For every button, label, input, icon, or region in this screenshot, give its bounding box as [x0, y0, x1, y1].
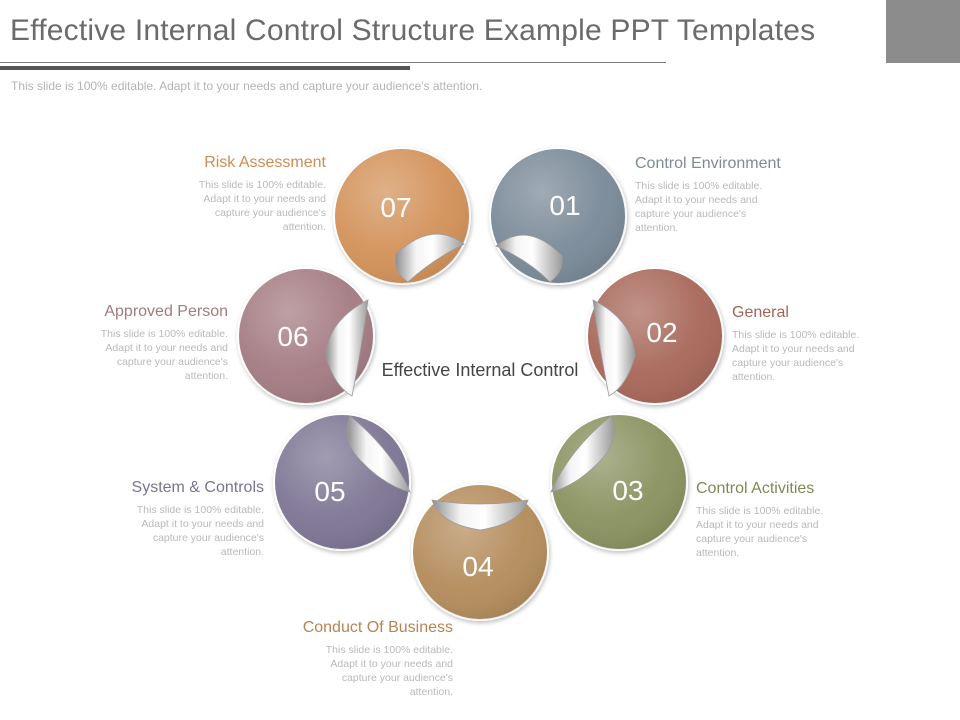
step-06-heading: Approved Person	[104, 303, 228, 320]
step-01-page-curl	[495, 234, 563, 283]
step-02-page-curl	[592, 299, 636, 397]
title-divider-thick	[0, 66, 410, 70]
step-02-badge: 02	[586, 267, 724, 405]
center-label: Effective Internal Control	[381, 360, 579, 380]
step-06-page-curl	[325, 299, 369, 397]
step-07-badge: 07	[333, 147, 471, 285]
step-02-heading: General	[732, 304, 789, 321]
step-06-body-text: This slide is 100% editable. Adapt it to…	[100, 328, 228, 382]
step-06-badge: 06	[237, 267, 375, 405]
step-05-heading: System & Controls	[131, 479, 264, 496]
slide-subtitle: This slide is 100% editable. Adapt it to…	[11, 79, 483, 93]
step-05-body-text: This slide is 100% editable. Adapt it to…	[136, 504, 264, 558]
step-01-number: 01	[549, 190, 580, 221]
step-03-page-curl	[550, 415, 615, 493]
step-07-body-text: This slide is 100% editable. Adapt it to…	[198, 179, 326, 233]
step-04-number: 04	[462, 551, 493, 582]
step-03-badge: 03	[550, 413, 688, 551]
step-03-number: 03	[612, 475, 643, 506]
step-07-heading: Risk Assessment	[204, 154, 326, 171]
step-04-badge: 04	[411, 483, 549, 621]
step-04-heading: Conduct Of Business	[302, 619, 453, 636]
step-04-body-text: This slide is 100% editable. Adapt it to…	[325, 644, 453, 698]
corner-accent-box	[886, 0, 960, 63]
step-07-number: 07	[380, 192, 411, 223]
title-divider-thin	[0, 62, 666, 63]
step-01-heading: Control Environment	[635, 155, 781, 172]
step-06-number: 06	[277, 321, 308, 352]
step-01-badge: 01	[489, 147, 627, 285]
slide-title: Effective Internal Control Structure Exa…	[10, 14, 816, 47]
step-07-page-curl	[394, 233, 465, 283]
step-03-body-text: This slide is 100% editable. Adapt it to…	[696, 505, 824, 559]
step-04-page-curl	[431, 499, 529, 531]
step-02-body-text: This slide is 100% editable. Adapt it to…	[732, 329, 860, 383]
step-05-badge: 05	[273, 413, 411, 551]
step-03-heading: Control Activities	[696, 480, 815, 497]
step-01-body-text: This slide is 100% editable. Adapt it to…	[635, 180, 763, 234]
step-05-number: 05	[314, 476, 345, 507]
step-02-number: 02	[646, 317, 677, 348]
step-05-page-curl	[346, 415, 411, 493]
